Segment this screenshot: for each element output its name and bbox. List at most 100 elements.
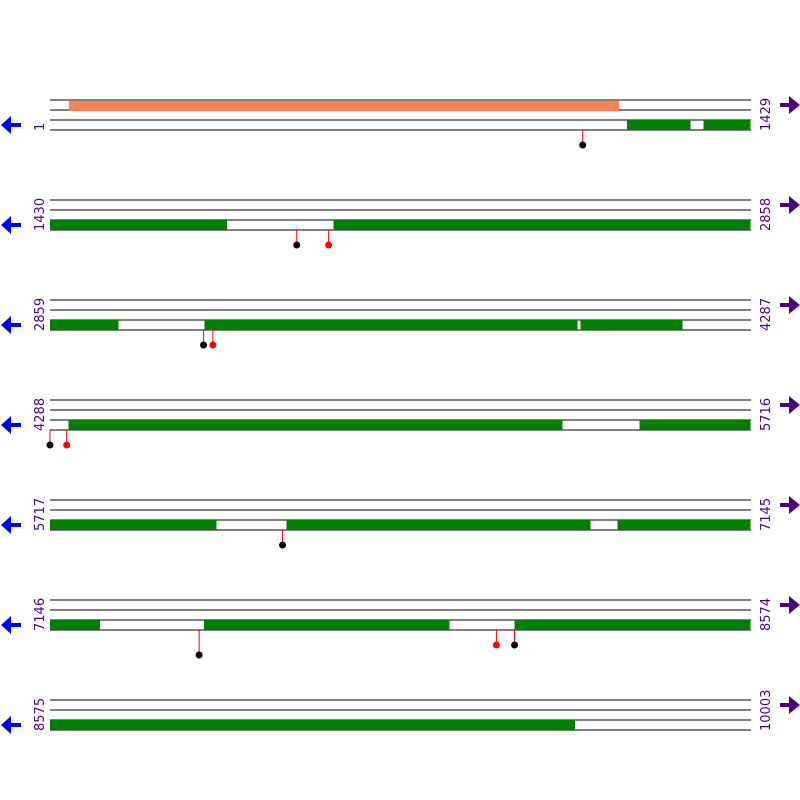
end-coordinate: 5716 xyxy=(759,398,774,431)
end-coordinate: 8574 xyxy=(759,598,774,631)
marker-dot[interactable] xyxy=(63,441,71,449)
frame-block xyxy=(68,420,563,430)
frame-block xyxy=(50,620,101,630)
arrow-left-icon[interactable] xyxy=(1,616,21,634)
end-coordinate: 2858 xyxy=(759,198,774,231)
arrow-right-head xyxy=(789,96,800,114)
track-row-2: 1430 2858 xyxy=(1,196,800,249)
arrow-right-icon[interactable] xyxy=(780,696,800,714)
arrow-left-head xyxy=(1,216,11,234)
arrow-right-shaft xyxy=(780,503,790,507)
arrow-right-shaft xyxy=(780,603,790,607)
arrow-right-icon[interactable] xyxy=(780,396,800,414)
track-row-3: 2859 4287 xyxy=(1,296,800,349)
arrow-left-icon[interactable] xyxy=(1,416,21,434)
frame-block xyxy=(50,220,228,230)
arrow-right-head xyxy=(789,296,800,314)
marker-dot[interactable] xyxy=(293,241,301,249)
frame-block xyxy=(50,520,217,530)
arrow-right-shaft xyxy=(780,303,790,307)
marker-black[interactable] xyxy=(293,230,301,249)
marker-red[interactable] xyxy=(325,230,333,249)
arrow-left-icon[interactable] xyxy=(1,316,21,334)
frame-block xyxy=(204,320,578,330)
marker-black[interactable] xyxy=(579,130,587,149)
arrow-left-icon[interactable] xyxy=(1,116,21,134)
arrow-left-head xyxy=(1,716,11,734)
marker-black[interactable] xyxy=(200,330,208,349)
frame-block xyxy=(50,320,119,330)
track-row-5: 5717 7145 xyxy=(1,496,800,549)
frame-block xyxy=(333,220,751,230)
marker-dot[interactable] xyxy=(579,141,587,149)
marker-red[interactable] xyxy=(209,330,217,349)
marker-dot[interactable] xyxy=(195,651,203,659)
arrow-left-head xyxy=(1,316,11,334)
end-coordinate: 4287 xyxy=(759,298,774,331)
arrow-right-head xyxy=(789,396,800,414)
end-coordinate: 10003 xyxy=(759,690,774,731)
arrow-right-head xyxy=(789,696,800,714)
arrow-right-icon[interactable] xyxy=(780,596,800,614)
start-coordinate: 2859 xyxy=(33,298,48,331)
marker-dot[interactable] xyxy=(46,441,54,449)
marker-dot[interactable] xyxy=(325,241,333,249)
track-row-7: 8575 10003 xyxy=(1,690,800,734)
arrow-right-shaft xyxy=(780,403,790,407)
arrow-right-icon[interactable] xyxy=(780,496,800,514)
marker-black[interactable] xyxy=(195,630,203,659)
frame-block xyxy=(286,520,591,530)
marker-black[interactable] xyxy=(511,630,519,649)
marker-dot[interactable] xyxy=(511,641,519,649)
arrow-left-shaft xyxy=(10,523,21,527)
end-coordinate: 7145 xyxy=(759,498,774,531)
arrow-left-icon[interactable] xyxy=(1,716,21,734)
arrow-left-head xyxy=(1,416,11,434)
frame-block xyxy=(703,120,751,130)
end-coordinate: 1429 xyxy=(759,98,774,131)
frame-block xyxy=(204,620,450,630)
frame-block xyxy=(639,420,751,430)
marker-red[interactable] xyxy=(492,630,500,649)
track-row-1: 1 1429 xyxy=(1,96,800,149)
arrow-left-shaft xyxy=(10,123,21,127)
highlight-region xyxy=(69,101,620,111)
arrow-right-head xyxy=(789,196,800,214)
start-coordinate: 1 xyxy=(33,123,48,131)
arrow-left-shaft xyxy=(10,323,21,327)
arrow-right-head xyxy=(789,496,800,514)
arrow-left-head xyxy=(1,616,11,634)
arrow-left-head xyxy=(1,516,11,534)
frame-block xyxy=(580,320,683,330)
marker-black[interactable] xyxy=(46,430,54,449)
arrow-left-shaft xyxy=(10,223,21,227)
arrow-right-icon[interactable] xyxy=(780,196,800,214)
marker-dot[interactable] xyxy=(200,341,208,349)
arrow-right-icon[interactable] xyxy=(780,96,800,114)
marker-dot[interactable] xyxy=(279,541,287,549)
start-coordinate: 4288 xyxy=(33,398,48,431)
arrow-left-head xyxy=(1,116,11,134)
start-coordinate: 8575 xyxy=(33,698,48,731)
marker-red[interactable] xyxy=(63,430,71,449)
frame-block xyxy=(626,120,691,130)
frame-block xyxy=(514,620,751,630)
arrow-left-shaft xyxy=(10,723,21,727)
arrow-left-icon[interactable] xyxy=(1,216,21,234)
track-row-4: 4288 5716 xyxy=(1,396,800,449)
arrow-right-icon[interactable] xyxy=(780,296,800,314)
arrow-right-shaft xyxy=(780,703,790,707)
arrow-left-shaft xyxy=(10,623,21,627)
arrow-right-shaft xyxy=(780,203,790,207)
marker-dot[interactable] xyxy=(209,341,217,349)
start-coordinate: 5717 xyxy=(33,498,48,531)
marker-black[interactable] xyxy=(279,530,287,549)
arrow-left-icon[interactable] xyxy=(1,516,21,534)
frame-block xyxy=(50,720,575,730)
arrow-right-head xyxy=(789,596,800,614)
frame-block xyxy=(617,520,751,530)
start-coordinate: 1430 xyxy=(33,198,48,231)
marker-dot[interactable] xyxy=(492,641,500,649)
